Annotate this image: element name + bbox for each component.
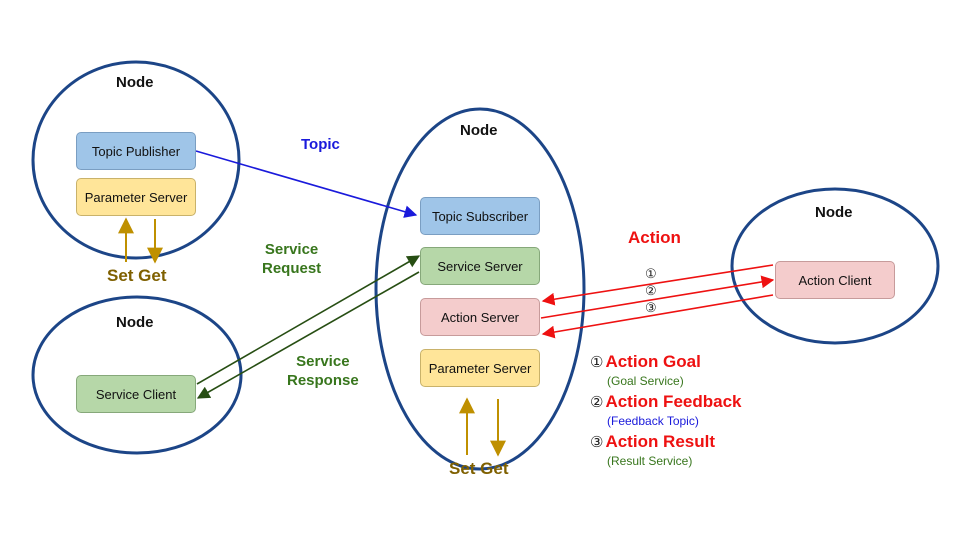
service-server-box[interactable]: Service Server	[420, 247, 540, 285]
parameter-server-box-center[interactable]: Parameter Server	[420, 349, 540, 387]
legend-sub-goal: (Goal Service)	[607, 374, 684, 388]
service-request-arrow	[196, 255, 421, 385]
node-title-bottom-left: Node	[116, 314, 154, 331]
action-arrow-feedback	[540, 275, 775, 319]
service-response-label: Service Response	[287, 352, 359, 390]
topic-publisher-box[interactable]: Topic Publisher	[76, 132, 196, 170]
node-ellipse-top-left	[31, 60, 241, 260]
legend-item-feedback: ② Action Feedback (Feedback Topic)	[590, 392, 742, 428]
circled-1-label: ①	[645, 266, 657, 281]
action-client-box[interactable]: Action Client	[775, 261, 895, 299]
node-ellipse-center	[374, 107, 586, 471]
action-arrow-result	[541, 294, 774, 339]
legend-title-result: Action Result	[605, 432, 716, 451]
parameter-server-box-left[interactable]: Parameter Server	[76, 178, 196, 216]
node-title-center: Node	[460, 122, 498, 139]
node-title-top-left: Node	[116, 74, 154, 91]
legend-item-result: ③ Action Result (Result Service)	[590, 432, 742, 468]
legend-sub-feedback: (Feedback Topic)	[607, 414, 699, 428]
circled-3-label: ③	[645, 300, 657, 315]
legend-num-result: ③	[590, 434, 604, 451]
action-server-box[interactable]: Action Server	[420, 298, 540, 336]
legend-title-feedback: Action Feedback	[605, 392, 742, 411]
topic-label: Topic	[301, 136, 340, 153]
legend-sub-result: (Result Service)	[607, 454, 693, 468]
action-legend: ① Action Goal (Goal Service) ② Action Fe…	[590, 352, 742, 468]
set-get-label-left: Set Get	[107, 266, 167, 285]
action-label: Action	[628, 228, 681, 247]
service-client-box[interactable]: Service Client	[76, 375, 196, 413]
topic-subscriber-box[interactable]: Topic Subscriber	[420, 197, 540, 235]
service-response-label-line2: Response	[287, 372, 359, 389]
service-request-label-line2: Request	[262, 260, 322, 277]
topic-arrow	[195, 150, 418, 218]
circled-2-label: ②	[645, 283, 657, 298]
legend-num-goal: ①	[590, 354, 604, 371]
node-ellipse-right	[730, 187, 940, 345]
node-title-right: Node	[815, 204, 853, 221]
legend-item-goal: ① Action Goal (Goal Service)	[590, 352, 742, 388]
service-request-label: Service Request	[262, 240, 321, 278]
service-response-arrow	[196, 271, 420, 399]
service-response-label-line1: Service	[296, 353, 350, 370]
service-request-label-line1: Service	[264, 241, 319, 258]
legend-title-goal: Action Goal	[605, 352, 701, 371]
set-get-label-center: Set Get	[449, 459, 509, 478]
legend-num-feedback: ②	[590, 394, 604, 411]
action-arrow-goal	[541, 264, 774, 306]
node-ellipse-bottom-left	[31, 295, 243, 455]
